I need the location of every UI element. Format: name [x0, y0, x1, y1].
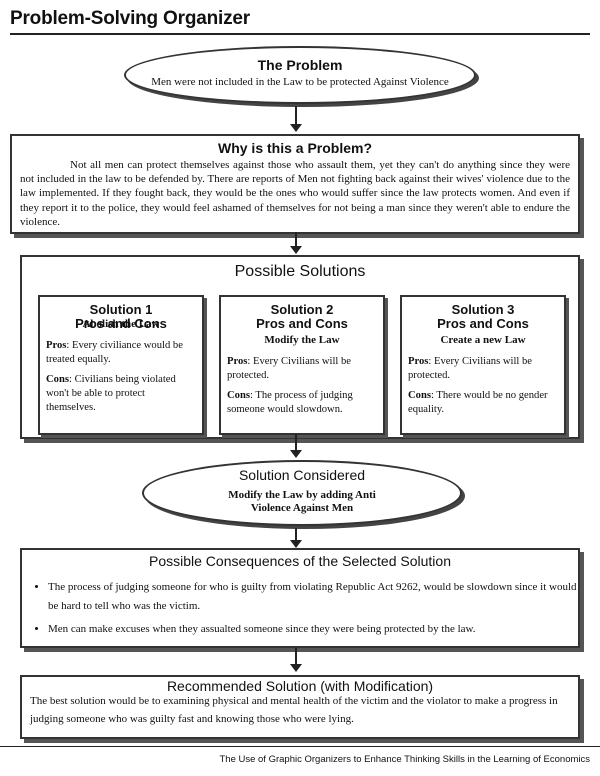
cons-label: Cons	[46, 374, 69, 385]
arrow-down-icon	[290, 232, 302, 254]
recommended-box: Recommended Solution (with Modification)…	[20, 675, 580, 739]
why-problem-text: Not all men can protect themselves again…	[20, 159, 570, 228]
recommended-heading: Recommended Solution (with Modification)	[166, 678, 434, 694]
solution-3-title: Solution 3	[451, 302, 515, 317]
possible-solutions-heading: Possible Solutions	[234, 263, 366, 280]
arrow-down-icon	[290, 434, 302, 458]
page-title: Problem-Solving Organizer	[10, 8, 250, 29]
why-problem-box: Why is this a Problem? Not all men can p…	[10, 134, 580, 234]
solution-considered-oval: Solution Considered Modify the Law by ad…	[142, 460, 462, 526]
arrow-down-icon	[290, 648, 302, 672]
solution-considered-heading: Solution Considered	[238, 467, 366, 483]
solution-2-title: Solution 2	[270, 302, 334, 317]
solution-2-pros-text: Every Civilians will be protected.	[227, 356, 351, 381]
solution-1-subtitle: Pros and Cons	[75, 316, 167, 331]
solution-3-cons: Cons: There would be no gender equality.	[408, 390, 548, 415]
title-divider	[10, 33, 590, 35]
solution-3-cons-text: There would be no gender equality.	[408, 390, 548, 415]
why-problem-heading: Why is this a Problem?	[217, 140, 373, 156]
consequence-item: The process of judging someone for who i…	[48, 578, 578, 616]
solution-1-pros: Pros: Every civiliance would be treated …	[46, 340, 183, 365]
pros-label: Pros	[408, 356, 429, 367]
solution-1-cons: Cons: Civilians being violated won't be …	[46, 374, 176, 413]
problem-text: Men were not included in the Law to be p…	[151, 76, 449, 88]
solution-2-cons: Cons: The process of judging someone wou…	[227, 390, 353, 415]
consequences-list: The process of judging someone for who i…	[22, 578, 578, 639]
footer-divider	[0, 746, 600, 747]
solution-2-subtitle: Pros and Cons	[256, 316, 348, 331]
solution-1-action: Abolish the Law	[82, 318, 160, 330]
cons-label: Cons	[227, 390, 250, 401]
consequences-box: Possible Consequences of the Selected So…	[20, 548, 580, 648]
consequences-heading: Possible Consequences of the Selected So…	[149, 553, 451, 569]
solution-considered-text: Modify the Law by adding Anti Violence A…	[228, 489, 376, 514]
footer-text: The Use of Graphic Organizers to Enhance…	[219, 754, 590, 765]
solution-1-pros-text: Every civiliance would be treated equall…	[46, 340, 183, 365]
solution-2-action: Modify the Law	[264, 334, 340, 346]
solution-1-title: Solution 1	[89, 302, 153, 317]
cons-label: Cons	[408, 390, 431, 401]
recommended-text: The best solution would be to examining …	[30, 695, 558, 725]
solution-3-subtitle: Pros and Cons	[437, 316, 529, 331]
possible-solutions-box: Possible Solutions Solution 1 Pros and C…	[20, 255, 580, 439]
pros-label: Pros	[46, 340, 67, 351]
problem-oval: The Problem Men were not included in the…	[124, 46, 476, 104]
solution-3-action: Create a new Law	[440, 334, 526, 346]
arrow-down-icon	[290, 106, 302, 132]
solution-3-card: Solution 3 Pros and Cons Create a new La…	[400, 295, 566, 435]
solution-2-cons-text: The process of judging someone would slo…	[227, 390, 353, 415]
solution-2-card: Solution 2 Pros and Cons Modify the Law …	[219, 295, 385, 435]
solution-3-pros-text: Every Civilians will be protected.	[408, 356, 532, 381]
solution-3-pros: Pros: Every Civilians will be protected.	[408, 356, 532, 381]
arrow-down-icon	[290, 528, 302, 548]
pros-label: Pros	[227, 356, 248, 367]
solution-1-cons-text: Civilians being violated won't be able t…	[46, 374, 176, 413]
solution-2-pros: Pros: Every Civilians will be protected.	[227, 356, 351, 381]
consequence-item: Men can make excuses when they assualted…	[48, 620, 578, 639]
solution-1-card: Solution 1 Pros and Cons Abolish the Law…	[38, 295, 204, 435]
problem-heading: The Problem	[257, 57, 343, 73]
